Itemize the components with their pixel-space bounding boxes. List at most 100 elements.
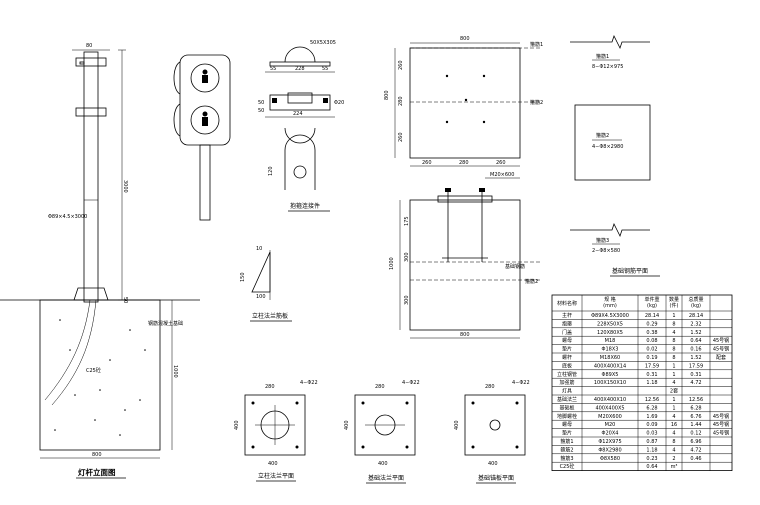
table-cell: 17.59 bbox=[645, 363, 659, 369]
connector-d5: 224 bbox=[293, 111, 303, 117]
anchor-plate-title: 基础锚板平面 bbox=[478, 474, 514, 482]
table-cell: 1 bbox=[672, 372, 675, 378]
rib-h: 150 bbox=[240, 272, 246, 282]
base-plate-h: 800 bbox=[384, 90, 390, 100]
table-cell: M18X60 bbox=[600, 355, 620, 361]
p3-w: 400 bbox=[488, 461, 498, 467]
base-flange-plan: 4−Φ22 280 400 400 基础法兰平面 bbox=[344, 380, 420, 484]
rib-w: 100 bbox=[256, 294, 266, 300]
anchor-v2: 300 bbox=[404, 252, 410, 262]
rib-t: 10 bbox=[256, 246, 262, 252]
table-cell: 0.03 bbox=[646, 431, 657, 437]
pole-dim-top: 80 bbox=[86, 43, 92, 49]
table-cell: 8 bbox=[672, 347, 675, 353]
table-cell: 0.31 bbox=[646, 372, 657, 378]
table-cell: 4 bbox=[672, 330, 675, 336]
p1-in: 280 bbox=[265, 384, 275, 390]
ground-label: 钢筋混凝土基础 bbox=[148, 320, 183, 327]
table-cell: Φ89X4.5X3000 bbox=[591, 313, 629, 319]
table-cell: 4.72 bbox=[690, 380, 701, 386]
table-cell: 箍筋1 bbox=[560, 438, 573, 445]
table-cell: 4 bbox=[672, 380, 675, 386]
table-header-cell: 数量 bbox=[669, 296, 679, 303]
table-cell: 8 bbox=[672, 321, 675, 327]
table-cell: 12.56 bbox=[689, 397, 703, 403]
table-cell: 0.02 bbox=[646, 347, 657, 353]
table-cell: 螺母 bbox=[562, 337, 572, 344]
table-cell: 1 bbox=[672, 397, 675, 403]
p1-hole: 4−Φ22 bbox=[300, 380, 318, 386]
table-cell: 45号钢 bbox=[713, 346, 729, 353]
table-cell: Φ12X975 bbox=[598, 439, 621, 445]
pole-flange-title: 立柱法兰平面 bbox=[258, 472, 294, 480]
signal-head bbox=[173, 54, 231, 221]
table-cell: 6.28 bbox=[690, 405, 701, 411]
table-cell: 0.38 bbox=[646, 330, 657, 336]
table-cell: 28.14 bbox=[689, 313, 703, 319]
table-cell: 0.64 bbox=[646, 464, 657, 470]
table-cell: 0.31 bbox=[690, 372, 701, 378]
table-cell: 45号钢 bbox=[713, 430, 729, 437]
table-cell: 1 bbox=[672, 363, 675, 369]
bar3-name: 箍筋3 bbox=[596, 237, 609, 244]
table-cell: 主杆 bbox=[562, 312, 572, 319]
table-cell: 螺母 bbox=[562, 421, 572, 428]
table-cell: 45号钢 bbox=[713, 421, 729, 428]
table-cell: Φ8X580 bbox=[600, 456, 620, 462]
table-cell: 4.72 bbox=[690, 447, 701, 453]
table-cell: 8 bbox=[672, 338, 675, 344]
table-cell: 0.19 bbox=[646, 355, 657, 361]
table-cell: 45号钢 bbox=[713, 337, 729, 344]
table-cell: 螺杆 bbox=[562, 354, 572, 361]
table-cell: 1 bbox=[672, 405, 675, 411]
table-cell: M20 bbox=[605, 422, 616, 428]
table-cell: 6.96 bbox=[690, 439, 701, 445]
table-header-cell: 材料名称 bbox=[557, 300, 577, 307]
table-cell: 0.87 bbox=[646, 439, 657, 445]
pole-elevation-title: 灯杆立面图 bbox=[78, 467, 116, 477]
p3-in: 280 bbox=[485, 384, 495, 390]
table-header-cell: (mm) bbox=[603, 303, 617, 309]
connector-d1: 55 bbox=[270, 66, 276, 72]
table-cell: 12.56 bbox=[645, 397, 659, 403]
table-cell: Φ8X2980 bbox=[598, 447, 621, 453]
table-cell: Φ89X5 bbox=[602, 372, 619, 378]
table-cell: 0.09 bbox=[646, 422, 657, 428]
connector-d7: Φ20 bbox=[334, 100, 344, 106]
table-cell: 8 bbox=[672, 355, 675, 361]
table-cell: 28.14 bbox=[645, 313, 659, 319]
table-cell: 100X150X10 bbox=[594, 380, 626, 386]
table-cell: 400X400X10 bbox=[594, 397, 626, 403]
table-cell: 0.12 bbox=[690, 431, 701, 437]
p2-w: 400 bbox=[378, 461, 388, 467]
table-cell: 垫片 bbox=[562, 430, 572, 437]
p1-w: 400 bbox=[268, 461, 278, 467]
connector-d3: 55 bbox=[322, 66, 328, 72]
table-cell: Φ20X4 bbox=[602, 431, 619, 437]
table-header-cell: 规 格 bbox=[604, 296, 616, 303]
table-cell: 45号钢 bbox=[713, 413, 729, 420]
table-header-cell: (件) bbox=[670, 302, 679, 309]
p3-hole: 4−Φ22 bbox=[512, 380, 530, 386]
connector-d6: 50 bbox=[258, 108, 264, 114]
table-cell: m³ bbox=[671, 464, 678, 470]
connector-d4: 50 bbox=[258, 100, 264, 106]
table-cell: Φ18X3 bbox=[602, 347, 619, 353]
table-cell: 0.16 bbox=[690, 347, 701, 353]
table-cell: M20X600 bbox=[598, 414, 622, 420]
table-cell: 地脚螺栓 bbox=[557, 413, 577, 420]
table-cell: 底板 bbox=[562, 362, 572, 369]
foundation-depth: 1000 bbox=[172, 365, 178, 378]
table-cell: 门盖 bbox=[562, 329, 572, 336]
table-cell: 1 bbox=[672, 313, 675, 319]
table-cell: 基础法兰 bbox=[557, 396, 577, 403]
base-plate-label1: 箍筋1 bbox=[530, 41, 543, 48]
anchor-h: 1000 bbox=[389, 257, 395, 270]
base-plate-w: 800 bbox=[460, 36, 470, 42]
table-cell: 1.52 bbox=[690, 355, 701, 361]
table-cell: 加强筋 bbox=[559, 379, 574, 386]
connector-d8: 120 bbox=[268, 166, 274, 176]
table-cell: 16 bbox=[671, 422, 677, 428]
pole-flange-plan: 4−Φ22 280 400 400 立柱法兰平面 bbox=[234, 380, 318, 482]
